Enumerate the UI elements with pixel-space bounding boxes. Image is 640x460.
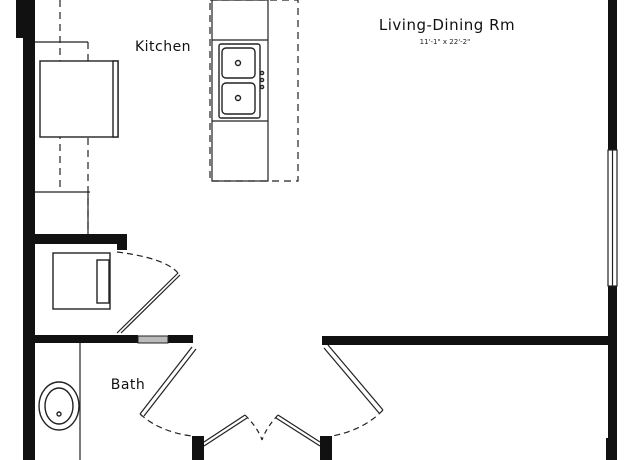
walls bbox=[16, 0, 617, 460]
window-bath bbox=[137, 335, 169, 344]
range-appliance bbox=[39, 60, 119, 138]
left-exterior-wall-lower bbox=[23, 338, 35, 460]
bath-door-swing bbox=[139, 346, 197, 437]
right-wall-stub-bottom bbox=[606, 438, 617, 460]
kitchen-island bbox=[209, 0, 299, 182]
bath-label: Bath bbox=[111, 377, 146, 393]
living-room-dimensions: 11'-1" x 22'-2" bbox=[420, 38, 471, 46]
door-jamb-right bbox=[320, 436, 332, 460]
interior-wall-right bbox=[322, 336, 608, 345]
bath-top-wall-left bbox=[23, 335, 138, 343]
left-exterior-wall bbox=[23, 0, 35, 338]
living-room-label: Living-Dining Rm bbox=[379, 16, 515, 34]
entry-door-swing bbox=[203, 414, 321, 447]
kitchen-label: Kitchen bbox=[135, 39, 191, 55]
bath-top-wall-right bbox=[168, 335, 193, 343]
door-jamb-left bbox=[192, 436, 204, 460]
lavatory-sink-icon bbox=[38, 381, 80, 431]
right-exterior-wall-lower bbox=[608, 286, 617, 460]
closet-right-wall bbox=[117, 234, 127, 250]
window-right bbox=[607, 149, 618, 287]
living-door-swing bbox=[323, 344, 384, 437]
right-exterior-wall-upper bbox=[608, 0, 617, 150]
closet-door-swing bbox=[116, 251, 181, 334]
double-sink-icon bbox=[218, 43, 265, 119]
closet-top-wall bbox=[23, 234, 127, 244]
left-wall-cap bbox=[16, 0, 24, 38]
washer-appliance bbox=[52, 252, 111, 310]
